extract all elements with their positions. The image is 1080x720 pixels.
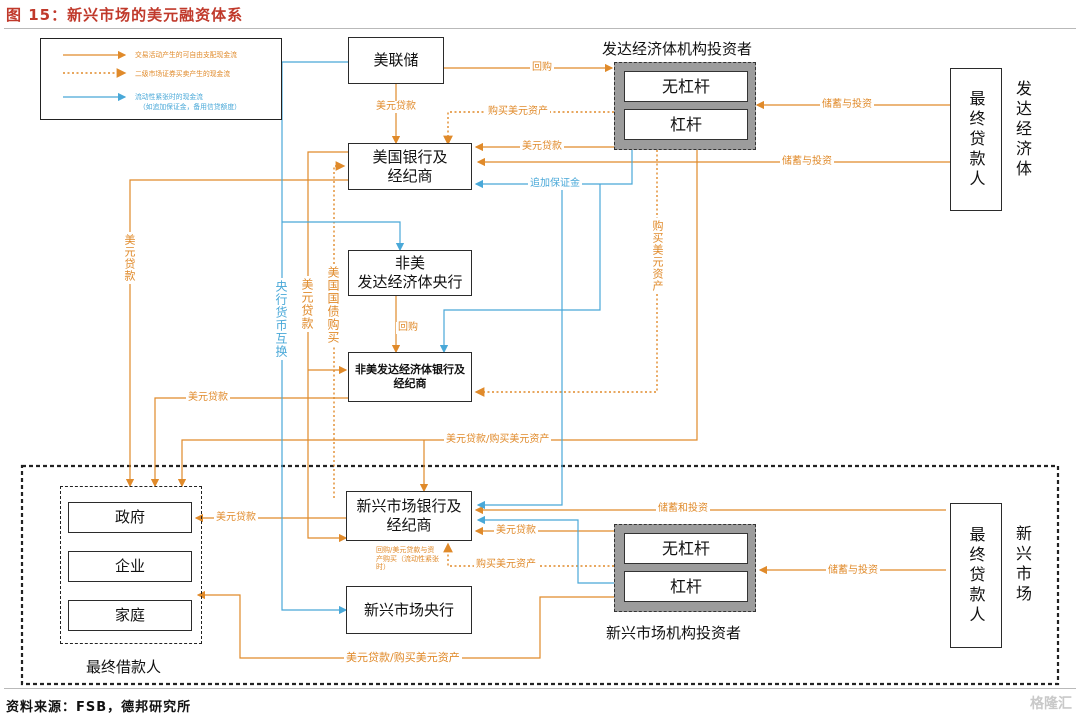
- flow-label-savings-invest-2: 储蓄与投资: [780, 156, 834, 168]
- group-final-borrowers: [60, 486, 202, 644]
- node-em-unlevered: 无杠杆: [624, 533, 748, 564]
- flow-label-usd-loan-mid: 美元贷款: [300, 276, 314, 332]
- node-em-bank: 新兴市场银行及 经纪商: [346, 491, 472, 541]
- legend-item-solid: 交易活动产生的可自由支配现金流: [135, 51, 237, 59]
- watermark-logo: 格隆汇: [1030, 696, 1072, 712]
- legend-item-liquidity-sub: （如追加保证金，备用信贷额度）: [139, 103, 241, 111]
- node-non-us-central-bank: 非美 发达经济体央行: [348, 250, 472, 296]
- node-em-central-bank: 新兴市场央行: [346, 586, 472, 634]
- node-em-levered: 杠杆: [624, 571, 748, 602]
- label-em-market: 新兴市场: [1013, 525, 1032, 605]
- node-government: 政府: [68, 502, 192, 533]
- node-dev-levered: 杠杆: [624, 109, 748, 140]
- flow-label-usd-loan-buy-bottom: 美元贷款/购买美元资产: [344, 651, 462, 664]
- node-em-final-lender: 最终贷款人: [950, 503, 1002, 648]
- em-region-frame: [20, 464, 1060, 686]
- node-us-bank: 美国银行及 经纪商: [348, 143, 472, 190]
- flow-label-em-bank-cb: 回购/美元贷款与资产购买（流动性紧张时）: [376, 546, 440, 572]
- figure-title: 图 15：新兴市场的美元融资体系: [6, 6, 244, 24]
- node-enterprise: 企业: [68, 551, 192, 582]
- flow-label-savings-invest-em-bank: 储蓄和投资: [656, 503, 710, 515]
- flow-label-usd-loan-left: 美元贷款: [123, 232, 136, 284]
- label-dev-investors: 发达经济体机构投资者: [602, 40, 753, 58]
- node-dev-unlevered: 无杠杆: [624, 71, 748, 102]
- node-dev-final-lender: 最终贷款人: [950, 68, 1002, 211]
- flow-label-cb-swap: 央行货币互换: [274, 278, 288, 360]
- label-final-borrowers: 最终借款人: [86, 658, 162, 676]
- source-note: 资料来源：FSB，德邦研究所: [6, 700, 192, 715]
- flow-label-buy-usd-assets-em: 购买美元资产: [474, 559, 538, 571]
- flow-label-repo-top: 回购: [530, 62, 554, 74]
- node-non-us-bank: 非美发达经济体银行及 经纪商: [348, 352, 472, 402]
- flow-label-margin-call: 追加保证金: [528, 178, 582, 190]
- node-fed: 美联储: [348, 37, 444, 84]
- flow-label-savings-invest-1: 储蓄与投资: [820, 99, 874, 111]
- flow-label-usd-loan-em-inv: 美元贷款: [494, 525, 538, 537]
- flow-label-buy-usd-assets-right: 购买美元资产: [651, 218, 664, 294]
- flow-label-buy-usd-assets-top: 购买美元资产: [486, 106, 550, 118]
- footer-divider: [4, 688, 1076, 689]
- flow-label-usd-loan-em-bank: 美元贷款: [214, 512, 258, 524]
- legend-item-liquidity: 流动性紧张时的现金流: [135, 93, 203, 101]
- legend-item-dotted: 二级市场证券买卖产生的现金流: [135, 70, 231, 78]
- flow-label-savings-invest-em: 储蓄与投资: [826, 565, 880, 577]
- flow-label-usd-loan-us-bank: 美元贷款: [520, 141, 564, 153]
- flow-label-repo-mid: 回购: [396, 322, 420, 334]
- flow-label-usd-loan-buy-mid: 美元贷款/购买美元资产: [444, 434, 552, 446]
- flow-label-us-treasury-buy: 美国国债购买: [326, 264, 340, 346]
- title-divider: [4, 28, 1076, 29]
- flow-label-usd-loan-nonus: 美元贷款: [186, 392, 230, 404]
- label-dev-economy: 发达经济体: [1013, 80, 1032, 180]
- node-household: 家庭: [68, 600, 192, 631]
- flow-label-usd-loan-fed: 美元贷款: [374, 101, 418, 113]
- legend: 交易活动产生的可自由支配现金流 二级市场证券买卖产生的现金流 流动性紧张时的现金…: [40, 38, 282, 120]
- label-em-investors: 新兴市场机构投资者: [606, 624, 742, 642]
